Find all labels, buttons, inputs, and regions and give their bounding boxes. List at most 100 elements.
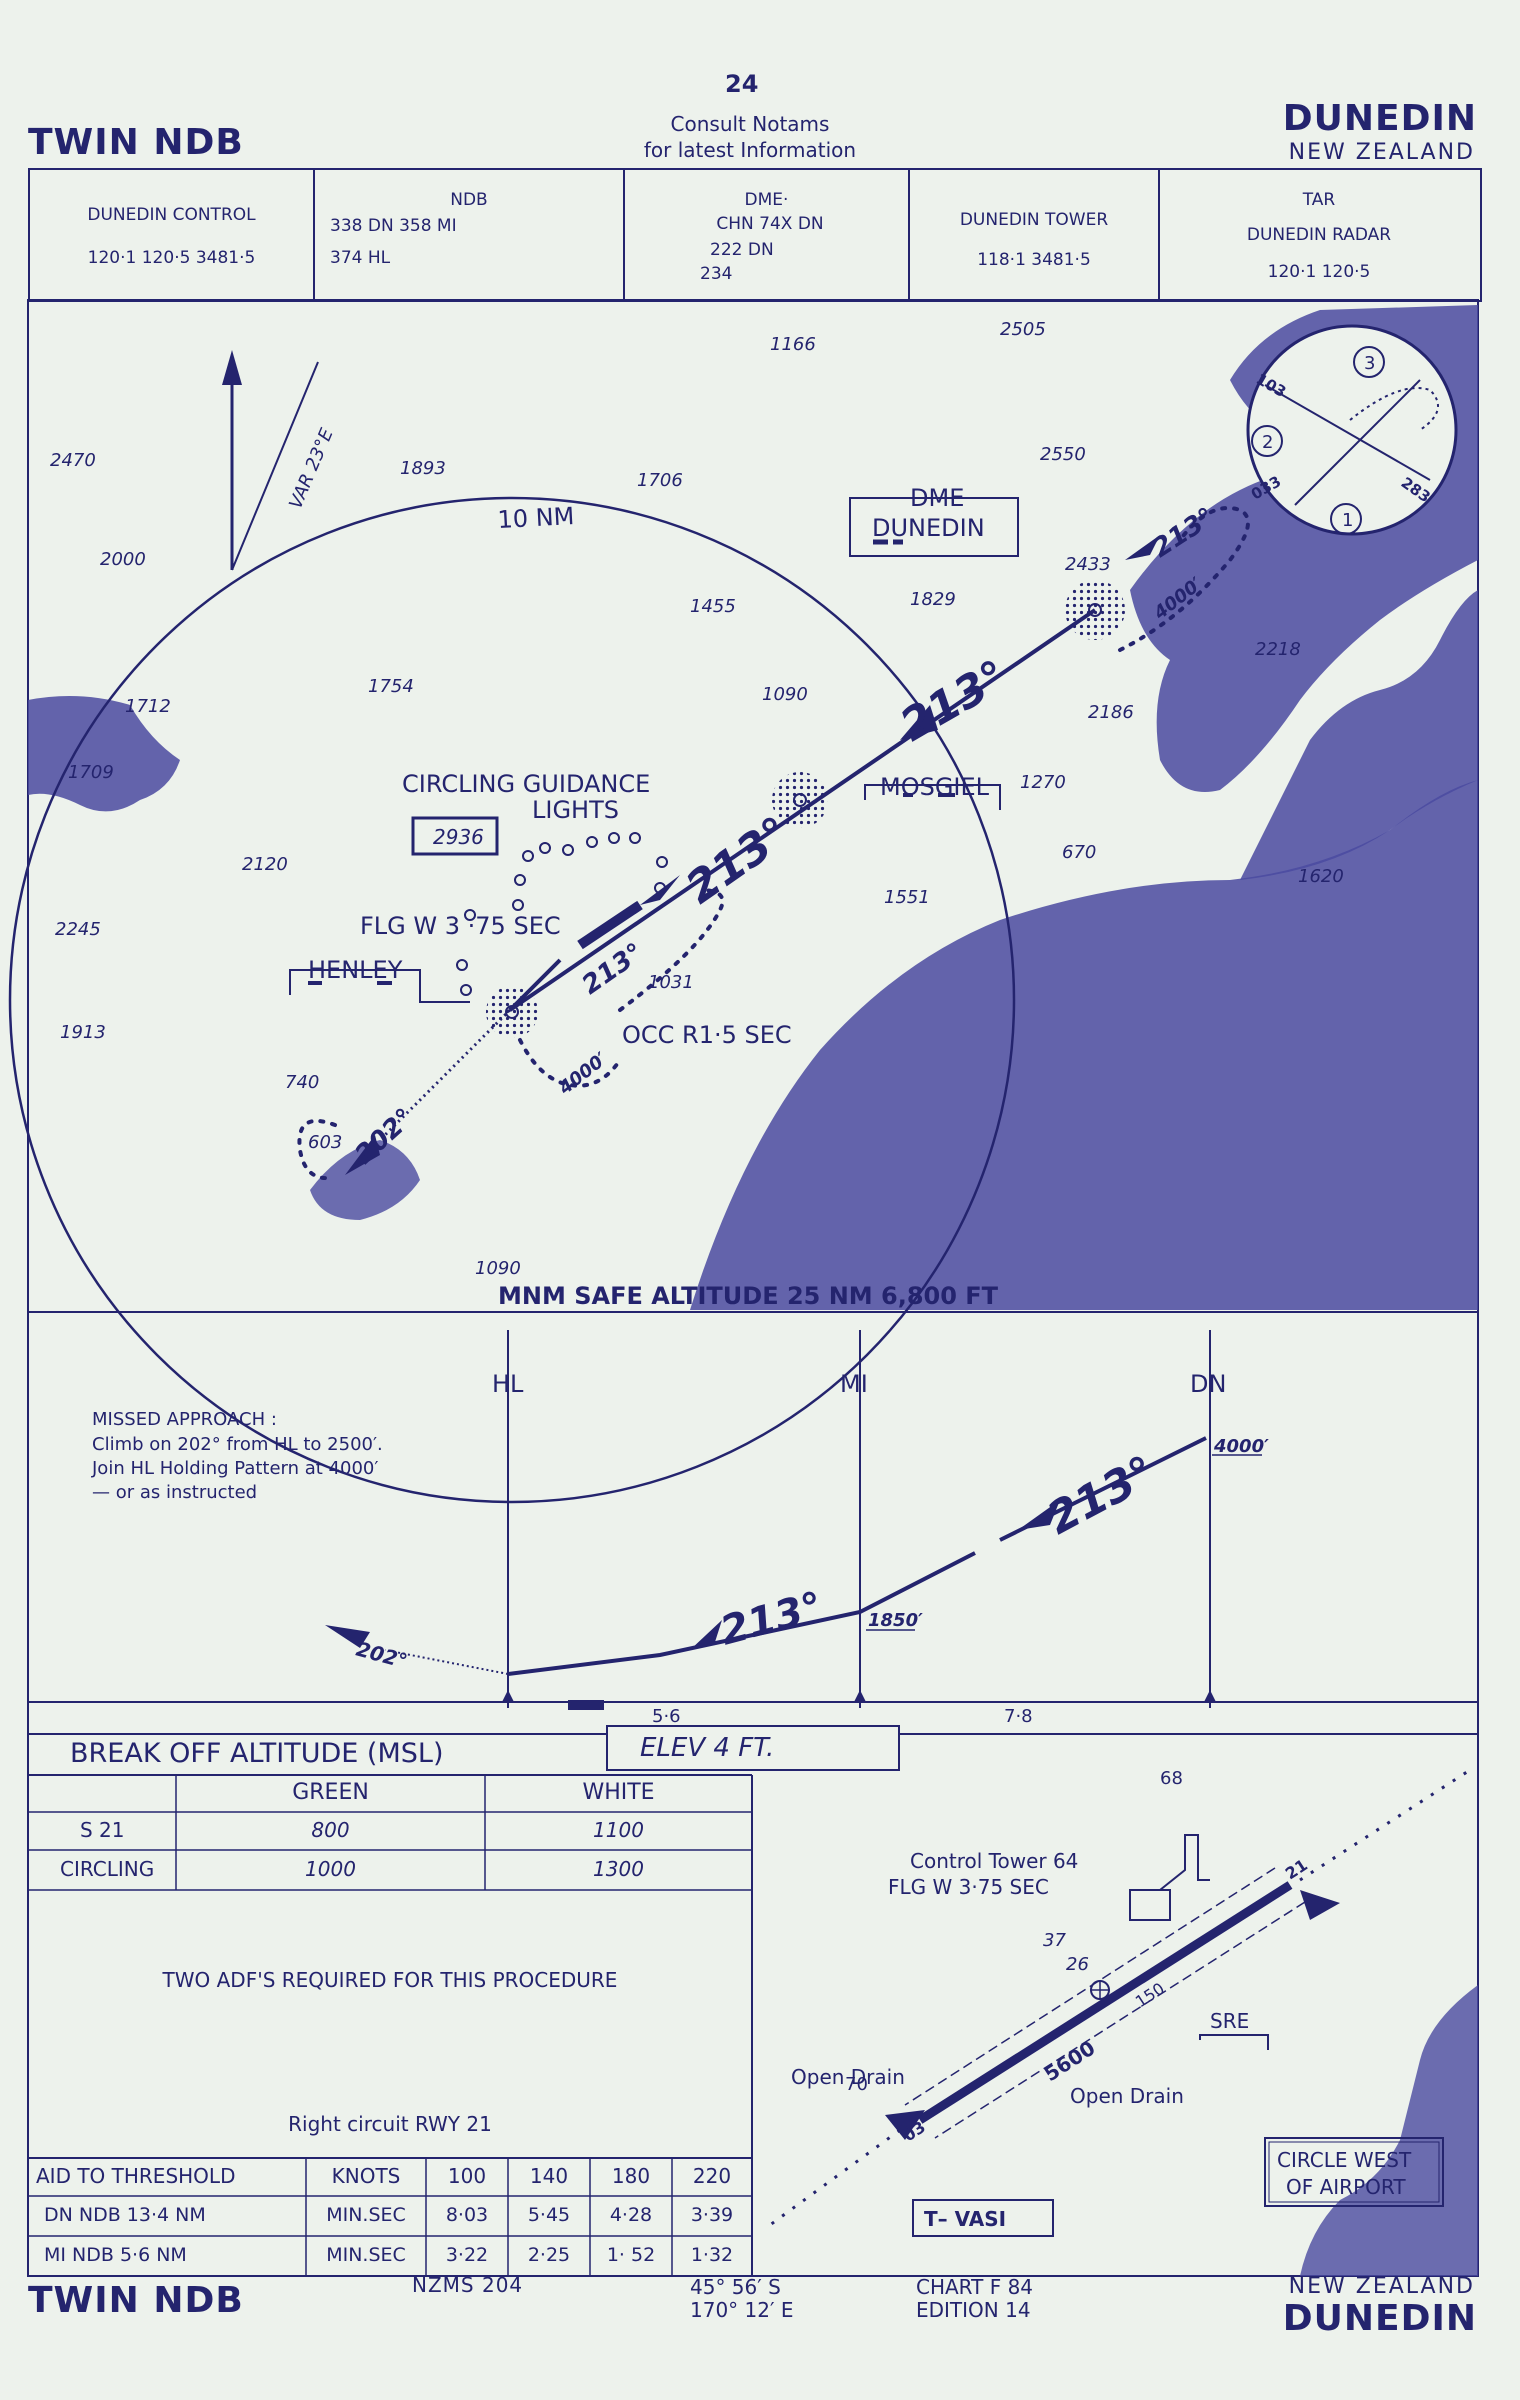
break-off-col-green: GREEN bbox=[292, 1780, 369, 1805]
sea-area bbox=[690, 780, 1478, 1310]
header-left-title: TWIN NDB bbox=[28, 122, 244, 163]
holding-altitude-label: 4000′ bbox=[554, 1048, 611, 1099]
profile-course-label: 213° bbox=[1039, 1446, 1163, 1544]
sre-label: SRE bbox=[1210, 2009, 1249, 2033]
flg-label: FLG W 3 ·75 SEC bbox=[360, 912, 561, 940]
mi-ndb-symbol bbox=[772, 772, 828, 828]
course-label: 213° bbox=[677, 807, 800, 914]
spot-height: 2505 bbox=[1000, 319, 1046, 340]
timing-header: 140 bbox=[529, 2164, 569, 2188]
altitude-4000-label: 4000′ bbox=[1213, 1436, 1269, 1457]
timing-header: 220 bbox=[692, 2164, 732, 2188]
open-drain-label: Open Drain bbox=[1070, 2084, 1184, 2108]
timing-header: KNOTS bbox=[331, 2164, 401, 2188]
spot-height: 1551 bbox=[884, 887, 930, 908]
spot-height: 1829 bbox=[910, 589, 956, 610]
distance-label: 7·8 bbox=[1004, 1706, 1033, 1727]
spot-height: 670 bbox=[1062, 842, 1096, 863]
spot-height: 68 bbox=[1160, 1768, 1183, 1789]
spot-height: 1712 bbox=[125, 696, 171, 717]
spot-height: 2245 bbox=[55, 919, 101, 940]
spot-height: 1455 bbox=[690, 596, 736, 617]
tower-light-label: FLG W 3·75 SEC bbox=[888, 1875, 1049, 1899]
timing-header: AID TO THRESHOLD bbox=[36, 2164, 236, 2188]
spot-height: 1166 bbox=[770, 334, 816, 355]
var-label: VAR 23°E bbox=[285, 425, 338, 512]
break-off-value: 800 bbox=[311, 1818, 350, 1842]
break-off-value: 1000 bbox=[305, 1857, 356, 1881]
footer-latitude: 45° 56′ S bbox=[690, 2275, 781, 2299]
freq-dunedin-control-values: 120·1 120·5 3481·5 bbox=[87, 248, 256, 268]
elevation-label: ELEV 4 FT. bbox=[640, 1733, 775, 1763]
runway bbox=[917, 1881, 1293, 2124]
freq-ndb-line-2: 374 HL bbox=[330, 248, 391, 268]
freq-dunedin-tower-label: DUNEDIN TOWER bbox=[959, 210, 1109, 230]
footer-chart: CHART F 84 bbox=[916, 2275, 1034, 2299]
timing-value: 3·22 bbox=[445, 2244, 489, 2266]
timing-unit: MIN.SEC bbox=[326, 2204, 406, 2226]
page-number: 24 bbox=[725, 70, 759, 98]
dme-dunedin-box bbox=[849, 497, 1019, 557]
break-off-title: BREAK OFF ALTITUDE (MSL) bbox=[70, 1738, 444, 1769]
ten-nm-label: 10 NM bbox=[497, 502, 575, 534]
distance-label: 5·6 bbox=[652, 1706, 681, 1727]
spot-height: 1090 bbox=[475, 1258, 521, 1279]
footer-right-sub: NEW ZEALAND bbox=[1288, 2274, 1475, 2299]
freq-ndb-label: NDB bbox=[450, 190, 488, 210]
freq-tar-label: TAR bbox=[1302, 190, 1336, 210]
timing-row-label: DN NDB 13·4 NM bbox=[44, 2204, 206, 2226]
notice-line-1: Consult Notams bbox=[670, 112, 830, 136]
altitude-1850-label: 1850′ bbox=[868, 1610, 923, 1631]
spot-height: 2218 bbox=[1255, 639, 1301, 660]
spot-height: 2186 bbox=[1088, 702, 1134, 723]
timing-unit: MIN.SEC bbox=[326, 2244, 406, 2266]
footer-edition: EDITION 14 bbox=[916, 2298, 1031, 2322]
timing-value: 2·25 bbox=[527, 2244, 571, 2266]
open-drain-label: Open Drain bbox=[791, 2065, 905, 2089]
freq-dme-line-1: CHN 74X DN bbox=[716, 214, 824, 234]
fix-hl-label: HL bbox=[492, 1370, 524, 1398]
timing-value: 4·28 bbox=[609, 2204, 653, 2226]
circling-guidance-label: CIRCLING GUIDANCE bbox=[402, 770, 650, 798]
missed-approach-line: — or as instructed bbox=[92, 1482, 257, 1503]
spot-height: 70 bbox=[845, 2074, 868, 2095]
spot-height: 740 bbox=[285, 1072, 319, 1093]
spot-height: 2550 bbox=[1040, 444, 1086, 465]
footer-left-title: TWIN NDB bbox=[28, 2280, 244, 2321]
missed-approach-line: Join HL Holding Pattern at 4000′ bbox=[91, 1458, 378, 1479]
course-label: 213° bbox=[577, 938, 649, 1001]
course-label: 213° bbox=[892, 650, 1016, 751]
inset-number: 1 bbox=[1342, 510, 1353, 531]
break-off-value: 1100 bbox=[593, 1818, 644, 1842]
inset-holding-diagram bbox=[1246, 324, 1458, 536]
spot-height: 2470 bbox=[50, 450, 96, 471]
dme-dunedin-label: DUNEDIN bbox=[872, 514, 985, 542]
freq-dunedin-tower-values: 118·1 3481·5 bbox=[977, 250, 1091, 270]
spot-height: 1620 bbox=[1298, 866, 1344, 887]
dme-label: DME bbox=[910, 484, 964, 512]
hl-ndb-symbol bbox=[486, 986, 538, 1038]
henley-label: HENLEY bbox=[308, 956, 403, 984]
ten-nm-ring bbox=[8, 496, 1016, 1504]
timing-header: 180 bbox=[611, 2164, 651, 2188]
fix-mi-label: MI bbox=[840, 1370, 868, 1398]
spot-height: 2000 bbox=[100, 549, 146, 570]
inset-number: 3 bbox=[1364, 353, 1375, 374]
fix-dn-label: DN bbox=[1190, 1370, 1226, 1398]
spot-height: 603 bbox=[308, 1132, 342, 1153]
timing-value: 1·32 bbox=[690, 2244, 734, 2266]
obstacle-label: 2936 bbox=[433, 825, 484, 849]
freq-ndb-line-1: 338 DN 358 MI bbox=[330, 216, 457, 236]
timing-value: 8·03 bbox=[445, 2204, 489, 2226]
runway-21-label: 21 bbox=[1282, 1855, 1311, 1883]
spot-height: 1709 bbox=[68, 762, 114, 783]
header-right-sub: NEW ZEALAND bbox=[1288, 140, 1475, 165]
circuit-note: Right circuit RWY 21 bbox=[288, 2112, 492, 2136]
true-north-arrow bbox=[222, 350, 242, 385]
footer-right-title: DUNEDIN bbox=[1282, 2298, 1477, 2339]
timing-value: 5·45 bbox=[527, 2204, 571, 2226]
timing-value: 3·39 bbox=[690, 2204, 734, 2226]
circle-west-box bbox=[1264, 2137, 1444, 2207]
mosgiel-label: MOSGIEL bbox=[880, 773, 990, 801]
